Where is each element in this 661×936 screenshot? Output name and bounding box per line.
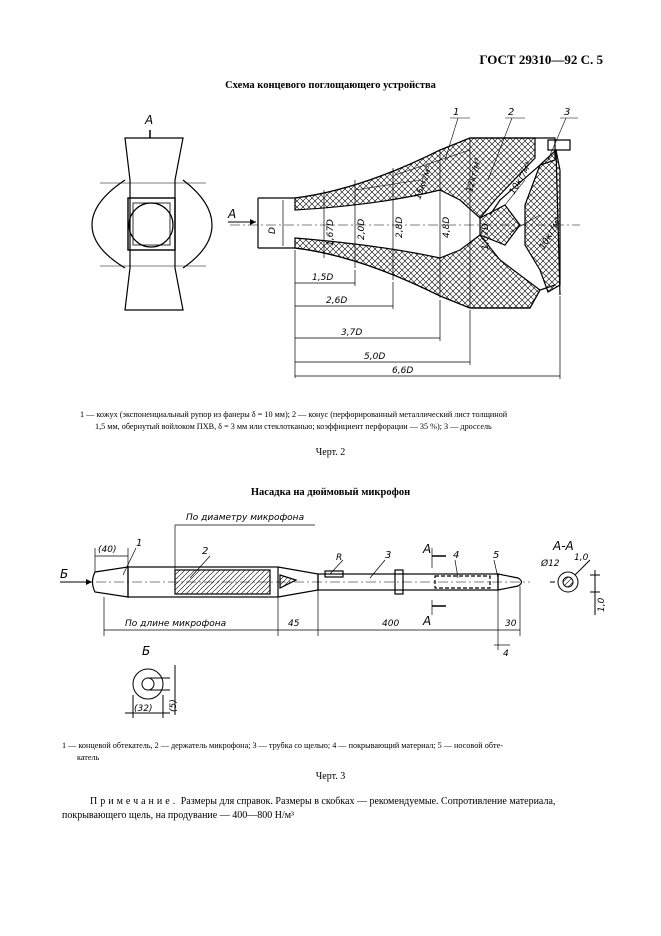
figure-2-label: Черт. 2 bbox=[315, 447, 346, 458]
arrow-label-a: А bbox=[227, 207, 236, 221]
note-lead: Примечание. bbox=[90, 796, 179, 807]
dim-5-0d: 5,0D bbox=[364, 352, 385, 362]
dim-1-0-b: 1,0 bbox=[597, 597, 607, 612]
length-note: По длине микрофона bbox=[125, 619, 226, 629]
callout-5: 5 bbox=[493, 550, 499, 561]
figure-2-title: Схема концевого поглощающего устройства bbox=[225, 80, 436, 91]
callout-1: 1 bbox=[136, 538, 142, 549]
side-view-right-arc bbox=[182, 179, 213, 269]
note-text: Размеры для справок. Размеры в скобках —… bbox=[62, 796, 556, 821]
dim-1-5d: 1,5D bbox=[312, 273, 333, 283]
callout-2: 2 bbox=[202, 546, 208, 557]
dim-30: 30 bbox=[505, 619, 517, 629]
dim-400: 400 bbox=[382, 619, 399, 629]
callout-4: 4 bbox=[453, 550, 459, 561]
dim-1-0-a: 1,0 bbox=[574, 553, 589, 563]
figure-2-caption-line-2: 1,5 мм, обернутый войлоком ПХВ, δ = 3 мм… bbox=[95, 422, 492, 431]
callout-1: 1 bbox=[453, 107, 459, 118]
dim-1-67d-b: 1,67D bbox=[481, 223, 491, 250]
section-mark-a-bottom: А bbox=[422, 614, 431, 628]
dim-d: D bbox=[268, 227, 278, 234]
side-view-left-arc bbox=[91, 179, 126, 269]
note-paragraph: Примечание. Размеры для справок. Размеры… bbox=[62, 795, 602, 823]
length-dimensions bbox=[294, 250, 561, 379]
dim-phi12: Ø12 bbox=[540, 558, 560, 569]
dim-40: (40) bbox=[98, 545, 116, 555]
figure-2-caption-line-1: 1 — кожух (экспоненциальный рупор из фан… bbox=[80, 410, 508, 419]
side-view-circle bbox=[128, 202, 174, 248]
dim-3-7d: 3,7D bbox=[341, 328, 362, 338]
inner-dimension-lines bbox=[282, 138, 471, 308]
dim-5: (5) bbox=[169, 699, 179, 712]
dim-45: 45 bbox=[288, 619, 300, 629]
figure-2-caption: 1 — кожух (экспоненциальный рупор из фан… bbox=[80, 409, 600, 433]
section-view-label: А-А bbox=[552, 539, 574, 553]
callout-2: 2 bbox=[508, 107, 514, 118]
callout-3: 3 bbox=[564, 107, 570, 118]
absorber-body bbox=[230, 137, 580, 309]
dim-2-8d: 2,8D bbox=[395, 217, 405, 238]
dim-r: R bbox=[336, 553, 342, 563]
dim-6-6d: 6,6D bbox=[392, 366, 413, 376]
dim-32: (32) bbox=[134, 704, 152, 714]
figure-3-label: Черт. 3 bbox=[315, 771, 346, 782]
dim-2-6d: 2,6D bbox=[326, 296, 347, 306]
dim-4: 4 bbox=[503, 649, 509, 659]
figure-3-title: Насадка на дюймовый микрофон bbox=[250, 487, 411, 498]
section-label-a: А bbox=[144, 113, 153, 127]
figure-3-caption-line-2: катель bbox=[77, 753, 100, 762]
diameter-note: По диаметру микрофона bbox=[186, 513, 304, 523]
section-a-a-view bbox=[550, 559, 600, 615]
side-view bbox=[91, 137, 213, 311]
dim-2-0d: 2,0D bbox=[357, 219, 367, 240]
view-b-label: Б bbox=[142, 644, 150, 658]
figure-3-caption: 1 — концевой обтекатель, 2 — держатель м… bbox=[62, 740, 602, 764]
arrow-label-b: Б bbox=[60, 567, 68, 581]
nozzle-body bbox=[91, 566, 523, 598]
dim-1-67d: 1,67D bbox=[326, 219, 336, 246]
page-header: ГОСТ 29310—92 С. 5 bbox=[479, 52, 603, 67]
dim-4-8d: 4,8D bbox=[442, 217, 452, 238]
section-mark-a-top: А bbox=[422, 542, 431, 556]
side-view-horn-body bbox=[124, 137, 184, 311]
side-view-opening bbox=[127, 197, 176, 251]
view-b bbox=[125, 665, 176, 718]
figure-3-caption-line-1: 1 — концевой обтекатель, 2 — держатель м… bbox=[62, 741, 503, 750]
callout-3: 3 bbox=[385, 550, 391, 561]
